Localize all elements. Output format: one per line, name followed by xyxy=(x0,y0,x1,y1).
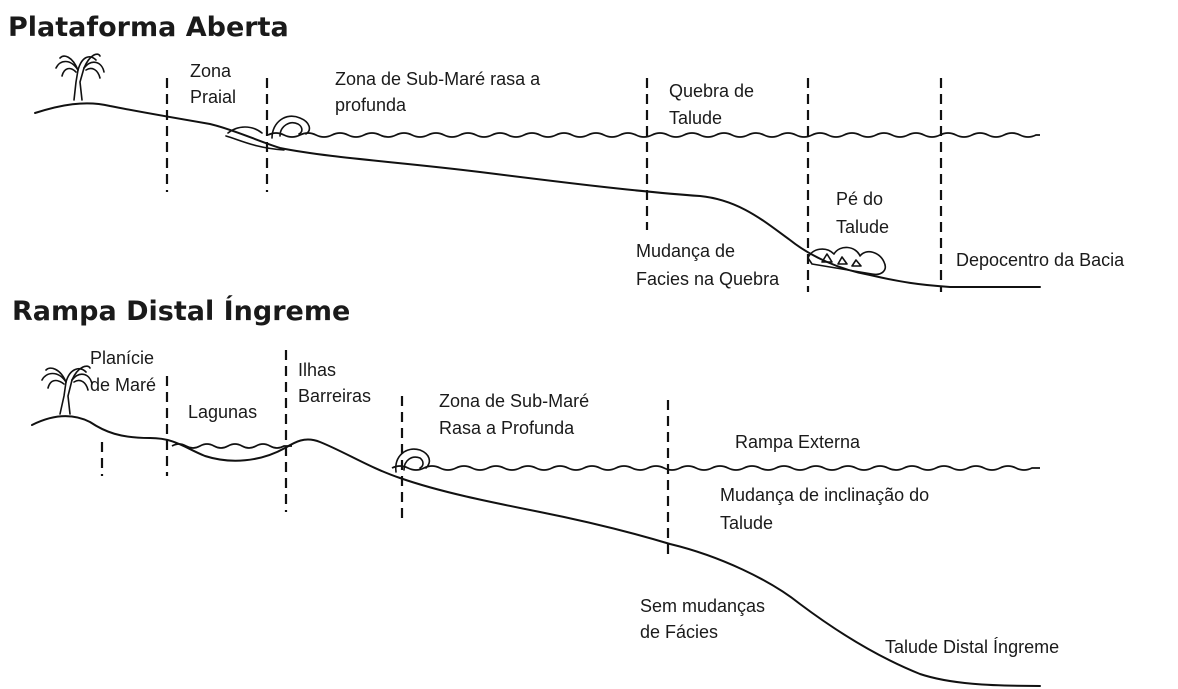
label-rampa-externa: Rampa Externa xyxy=(735,432,861,452)
label-depocentro: Depocentro da Bacia xyxy=(956,250,1125,270)
label-pe-talude: Pé do Talude xyxy=(836,189,889,237)
label-quebra-talude: Quebra de Talude xyxy=(669,81,759,128)
palm-tree-icon xyxy=(55,53,105,101)
wave-icon xyxy=(395,448,431,473)
sea-surface-line xyxy=(391,465,1040,471)
label-ilhas-barreiras: Ilhas Barreiras xyxy=(298,360,371,406)
label-sub-mare-rasa: Zona de Sub-Maré Rasa a Profunda xyxy=(439,391,594,438)
plataforma-title: Plataforma Aberta xyxy=(8,12,289,43)
label-sub-mare: Zona de Sub-Maré rasa a profunda xyxy=(335,69,545,115)
palm-tree-icon xyxy=(41,365,93,415)
debris-icon xyxy=(807,246,887,276)
seafloor-profile xyxy=(31,415,1041,687)
label-sem-mudancas: Sem mudanças de Fácies xyxy=(640,596,770,642)
label-zona-praial: Zona Praial xyxy=(190,61,236,107)
label-lagunas: Lagunas xyxy=(188,402,257,422)
lagoon-surface xyxy=(171,443,292,449)
label-planicie-mare: Planície de Maré xyxy=(90,348,159,395)
wave-icon xyxy=(271,115,311,139)
seafloor-profile xyxy=(34,102,1041,288)
sea-surface-line xyxy=(267,132,1040,138)
plataforma-aberta-panel: Plataforma Aberta xyxy=(8,12,1125,292)
label-mudanca-inclinacao: Mudança de inclinação do Talude xyxy=(720,485,934,533)
label-mudanca-facies: Mudança de Facies na Quebra xyxy=(636,241,780,289)
beach-bar xyxy=(225,126,285,151)
label-talude-distal: Talude Distal Íngreme xyxy=(885,637,1059,657)
rampa-distal-panel: Rampa Distal Íngreme xyxy=(12,295,1059,687)
rampa-title: Rampa Distal Íngreme xyxy=(12,295,350,327)
